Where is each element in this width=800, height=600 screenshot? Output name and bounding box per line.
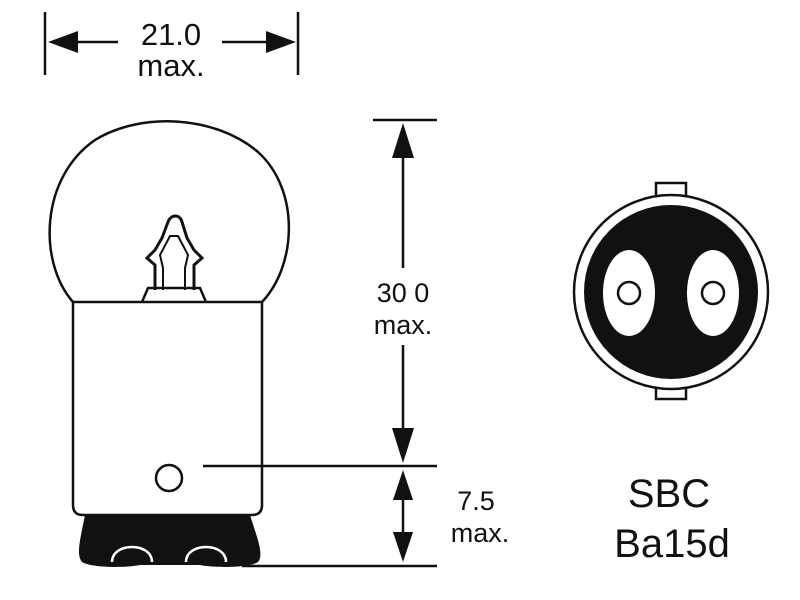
width-arrowhead-right — [266, 31, 296, 53]
contact-base — [78, 515, 261, 567]
pin-offset-arrowhead-bottom — [393, 532, 413, 562]
pin-offset-value: 7.5 — [457, 486, 495, 516]
width-value: 21.0 — [141, 17, 201, 52]
height-qualifier: max. — [374, 310, 433, 340]
bulb-cap-body — [71, 302, 264, 517]
cap-type-label: SBC — [628, 472, 710, 516]
bulb-side-view — [48, 120, 291, 517]
bulb-globe — [48, 120, 291, 303]
contact-dot-left — [616, 280, 642, 306]
filament-inner — [158, 235, 190, 290]
width-arrowhead-left — [48, 31, 78, 53]
height-arrowhead-bottom — [392, 428, 414, 463]
height-arrowhead-top — [392, 123, 414, 158]
pin-offset-dimension — [242, 490, 437, 568]
filament-support — [140, 286, 208, 303]
height-dimension — [203, 118, 437, 468]
filament — [144, 214, 205, 290]
contact-dot-right — [700, 280, 726, 306]
cap-end-view — [572, 181, 770, 401]
cap-code-label: Ba15d — [614, 522, 730, 566]
height-value: 30 0 — [377, 278, 430, 308]
pin-offset-arrowhead-top — [393, 470, 413, 500]
width-qualifier: max. — [137, 48, 204, 83]
contact-tip-right — [184, 545, 228, 563]
contact-tip-left — [110, 545, 154, 563]
bayonet-pin-side — [154, 463, 184, 493]
pin-offset-qualifier: max. — [451, 518, 510, 548]
